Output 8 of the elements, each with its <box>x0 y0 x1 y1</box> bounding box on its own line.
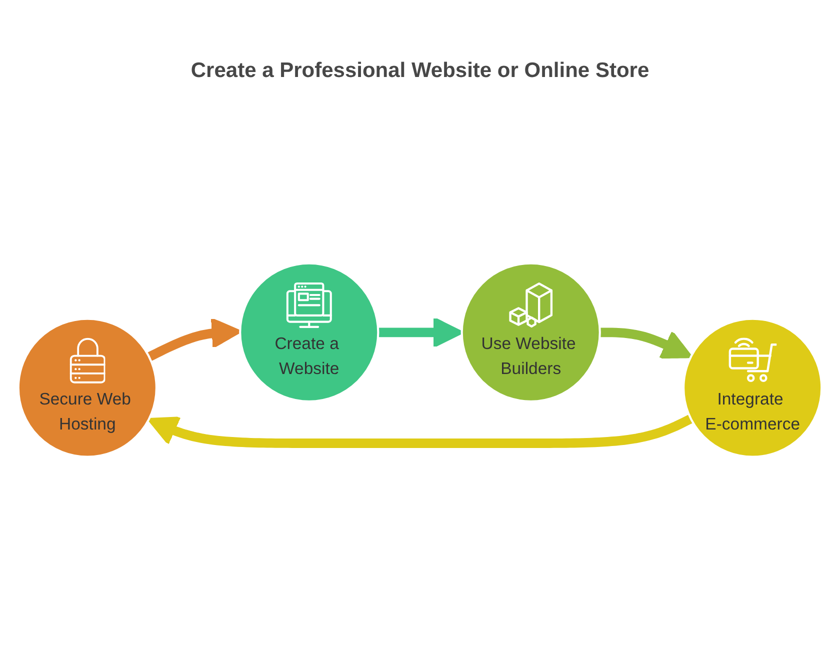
step-label: Integrate E-commerce <box>705 390 800 434</box>
arrow <box>147 318 242 362</box>
step-label: Secure Web Hosting <box>39 390 132 434</box>
arrow <box>147 414 693 448</box>
arrow <box>599 328 692 358</box>
step-label: Use Website Builders <box>481 335 577 378</box>
step-label: Create a Website <box>274 335 340 378</box>
diagram-title: Create a Professional Website or Online Store <box>190 58 650 84</box>
